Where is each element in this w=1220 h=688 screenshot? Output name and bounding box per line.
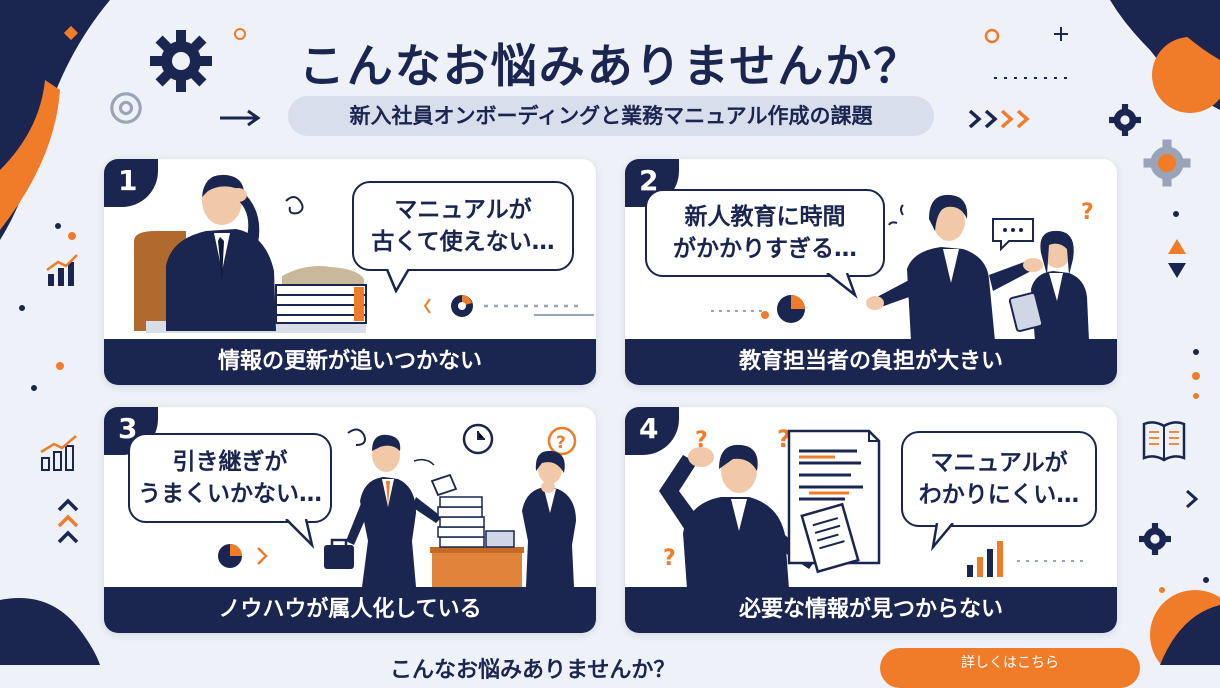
card-caption: 情報の更新が追いつかない: [104, 339, 596, 385]
speech-bubble-tail: [826, 273, 858, 299]
corner-decoration-top-right: [1110, 0, 1220, 113]
corner-decoration-bottom-right: [1150, 590, 1220, 665]
bar-chart-icon: [46, 254, 78, 286]
triangle-decoration: [1168, 239, 1186, 278]
problem-card-3: 3 引き継ぎがうまくいかない… ?: [104, 407, 596, 633]
pie-chart-icon: [218, 544, 268, 568]
gear-icon: [110, 92, 142, 124]
card-caption: ノウハウが属人化している: [104, 587, 596, 633]
confused-businessman-illustration: ? ? ?: [659, 425, 881, 589]
corner-decoration-top-left: [0, 0, 110, 240]
bar-chart-icon: [967, 541, 1085, 577]
bubble-text-line2: うまくいかない…: [138, 481, 322, 507]
bubble-text-line2: がかかりすぎる…: [673, 236, 857, 262]
speech-bubble: 引き継ぎがうまくいかない…: [128, 433, 332, 523]
svg-text:?: ?: [1081, 200, 1094, 225]
pie-chart-icon: [711, 295, 805, 323]
chevron-right-icon: [1186, 489, 1199, 509]
details-button[interactable]: 詳しくはこちら: [880, 648, 1140, 688]
corner-decoration-bottom-left: [0, 598, 100, 665]
chevrons-up-icon: [57, 498, 79, 544]
card-caption: 必要な情報が見つからない: [625, 587, 1117, 633]
worried-businessman-illustration: [134, 174, 367, 333]
bubble-text-line1: 新人教育に時間: [684, 204, 846, 230]
bubble-text-line2: わかりにくい…: [918, 482, 1080, 508]
card-caption: 教育担当者の負担が大きい: [625, 339, 1117, 385]
speech-bubble: マニュアルがわかりにくい…: [901, 431, 1097, 527]
page-title: こんなお悩みありませんか？: [298, 39, 922, 93]
open-book-icon: [1142, 421, 1186, 462]
pie-chart-icon: [424, 295, 594, 317]
footer-text: こんなお悩みありませんか？: [390, 658, 676, 683]
problem-card-1: 1 マニュアルが古くて使えない… 情報の更新が追いつかない: [104, 159, 596, 385]
problem-card-4: 4 ? ? ? マニュアルがわかりにくい… 必要な情報が見つからない: [625, 407, 1117, 633]
svg-text:?: ?: [556, 433, 566, 453]
speech-bubble: マニュアルが古くて使えない…: [352, 181, 574, 271]
svg-text:?: ?: [777, 425, 791, 453]
bar-chart-icon: [40, 435, 77, 471]
teacher-and-trainee-illustration: ?: [866, 194, 1094, 341]
svg-text:?: ?: [663, 546, 676, 571]
gear-icon: [1139, 523, 1171, 555]
arrow-right-icon: [220, 109, 261, 127]
chevrons-right-icon: [968, 109, 1030, 129]
handover-illustration: ?: [324, 423, 577, 587]
bubble-text-line2: 古くて使えない…: [371, 229, 555, 255]
svg-text:?: ?: [695, 428, 708, 453]
speech-bubble-tail: [931, 523, 954, 551]
speech-bubble-tail: [384, 267, 414, 293]
gear-icon: [1143, 139, 1191, 187]
problem-card-2: 2 新人教育に時間がかかりすぎる… ? 教育担当者の負担が大きい: [625, 159, 1117, 385]
bubble-text-line1: マニュアルが: [930, 450, 1068, 476]
bubble-text-line1: マニュアルが: [394, 197, 532, 223]
gear-icon: [1109, 104, 1141, 136]
gear-icon: [150, 30, 212, 92]
page-subtitle: 新入社員オンボーディングと業務マニュアル作成の課題: [288, 96, 934, 136]
bubble-text-line1: 引き継ぎが: [172, 449, 288, 475]
speech-bubble-tail: [285, 519, 315, 549]
dots-decoration: [19, 25, 1209, 593]
speech-bubble: 新人教育に時間がかかりすぎる…: [645, 189, 885, 277]
